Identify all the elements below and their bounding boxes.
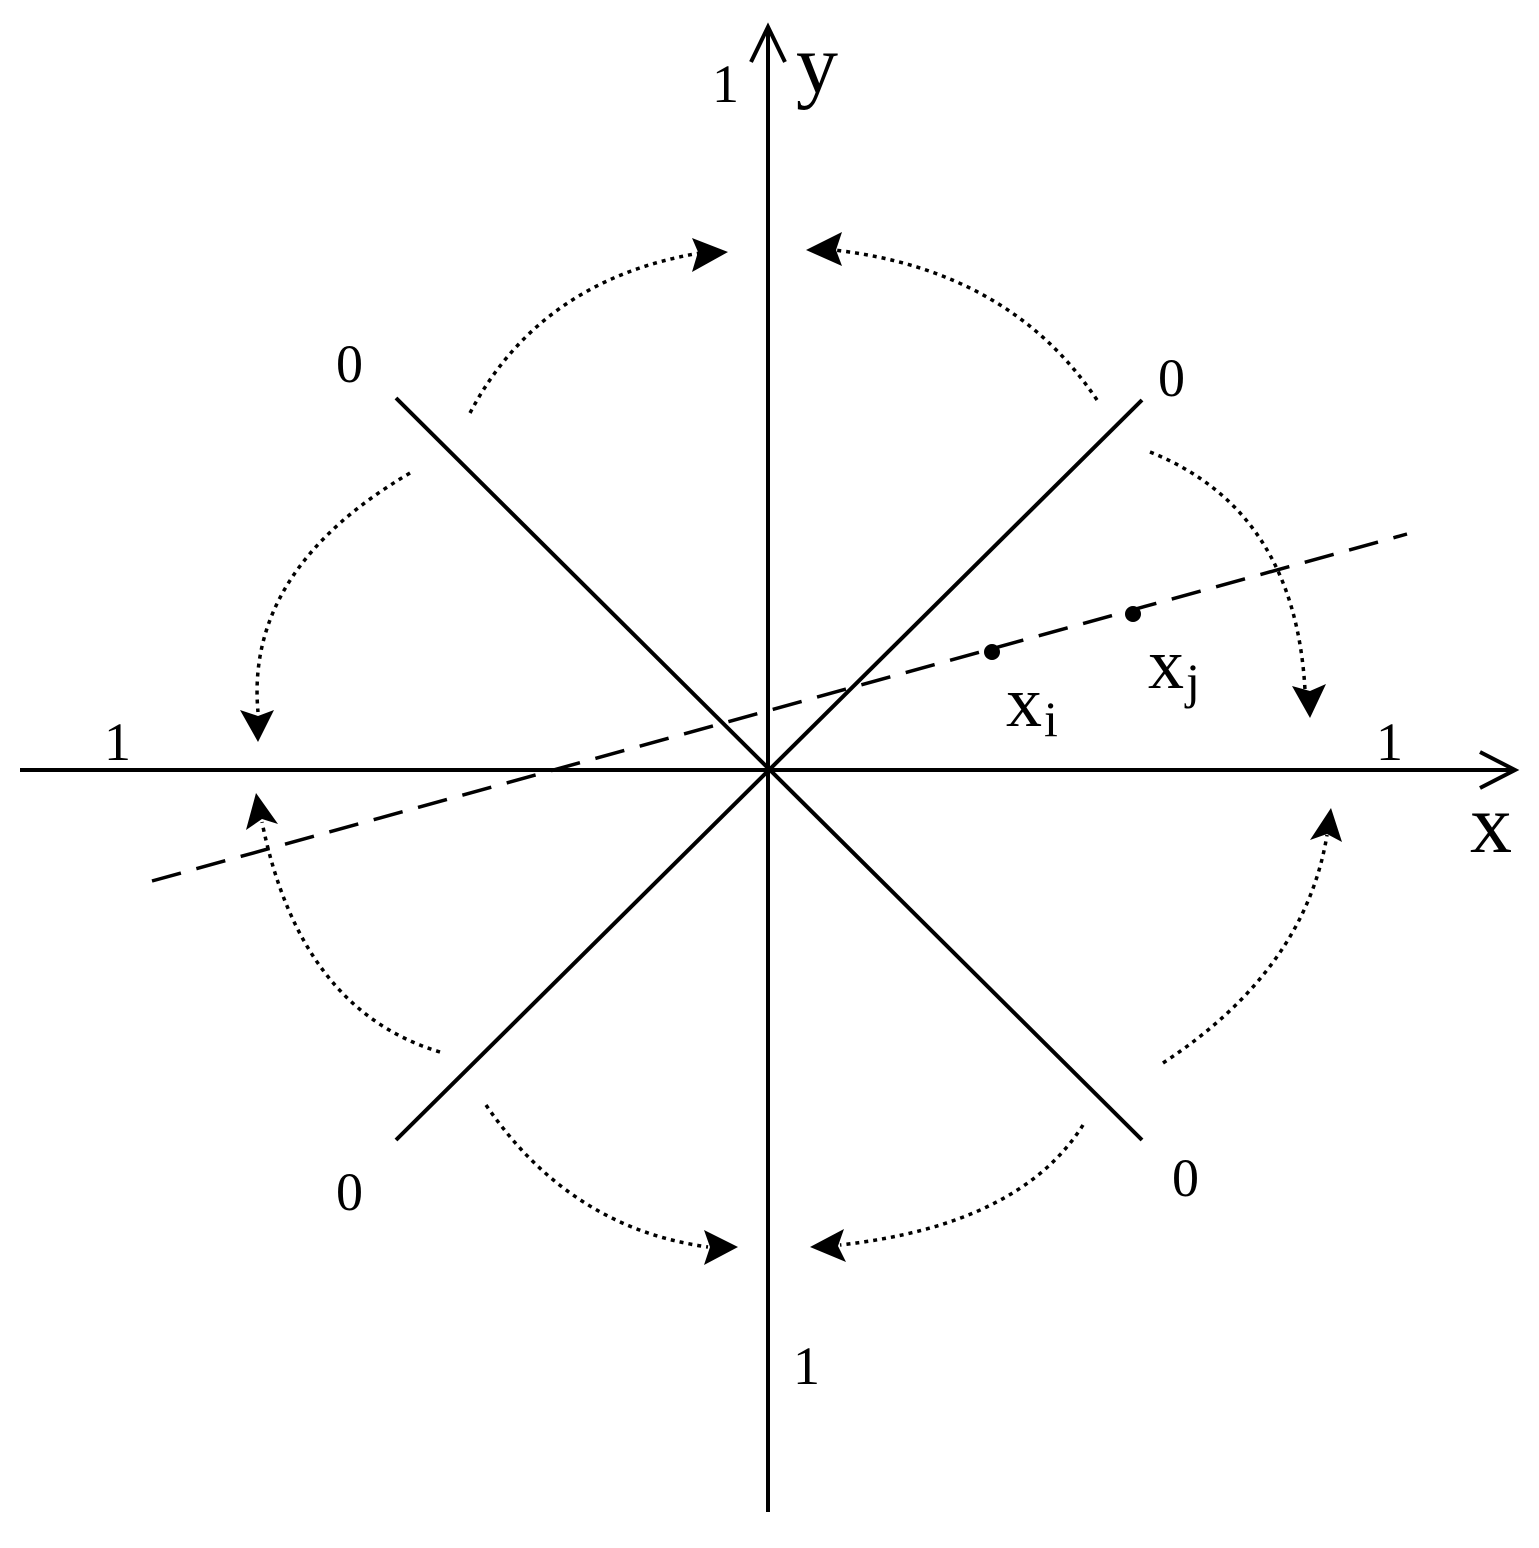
point-xi-subscript: i [1044, 691, 1058, 747]
diagonal-label-lower-right: 0 [1172, 1148, 1199, 1208]
arrow-left-lower [246, 793, 441, 1054]
point-xj-base: x [1148, 624, 1184, 704]
dashed-line [151, 532, 1408, 883]
point-xj-marker [1125, 606, 1141, 622]
y-top-tick-label: 1 [712, 54, 739, 114]
diagonal-label-upper-right: 0 [1158, 348, 1185, 408]
arrow-right-upper [1149, 450, 1326, 718]
y-axis-label: y [796, 18, 838, 111]
point-xi-marker [984, 644, 1000, 660]
point-xi-label: xi [1006, 662, 1058, 747]
point-xj-subscript: j [1184, 653, 1200, 709]
diagonal-line-negative [394, 396, 1144, 1142]
arrow-right-lower [1162, 808, 1342, 1065]
arrow-bottom-right [810, 1124, 1085, 1262]
arrow-top-right [806, 232, 1099, 401]
arrow-top-left [468, 238, 728, 414]
point-xj-label: xj [1148, 624, 1200, 709]
diagonal-label-lower-left: 0 [336, 1162, 363, 1222]
x-axis-label: x [1470, 778, 1512, 871]
x-left-tick-label: 1 [104, 712, 131, 772]
diagonal-label-upper-left: 0 [336, 334, 363, 394]
y-bottom-tick-label: 1 [793, 1336, 820, 1396]
arrow-bottom-left [484, 1104, 738, 1265]
point-xi-base: x [1006, 662, 1042, 742]
x-right-tick-label: 1 [1376, 712, 1403, 772]
arrow-left-upper [240, 471, 411, 742]
